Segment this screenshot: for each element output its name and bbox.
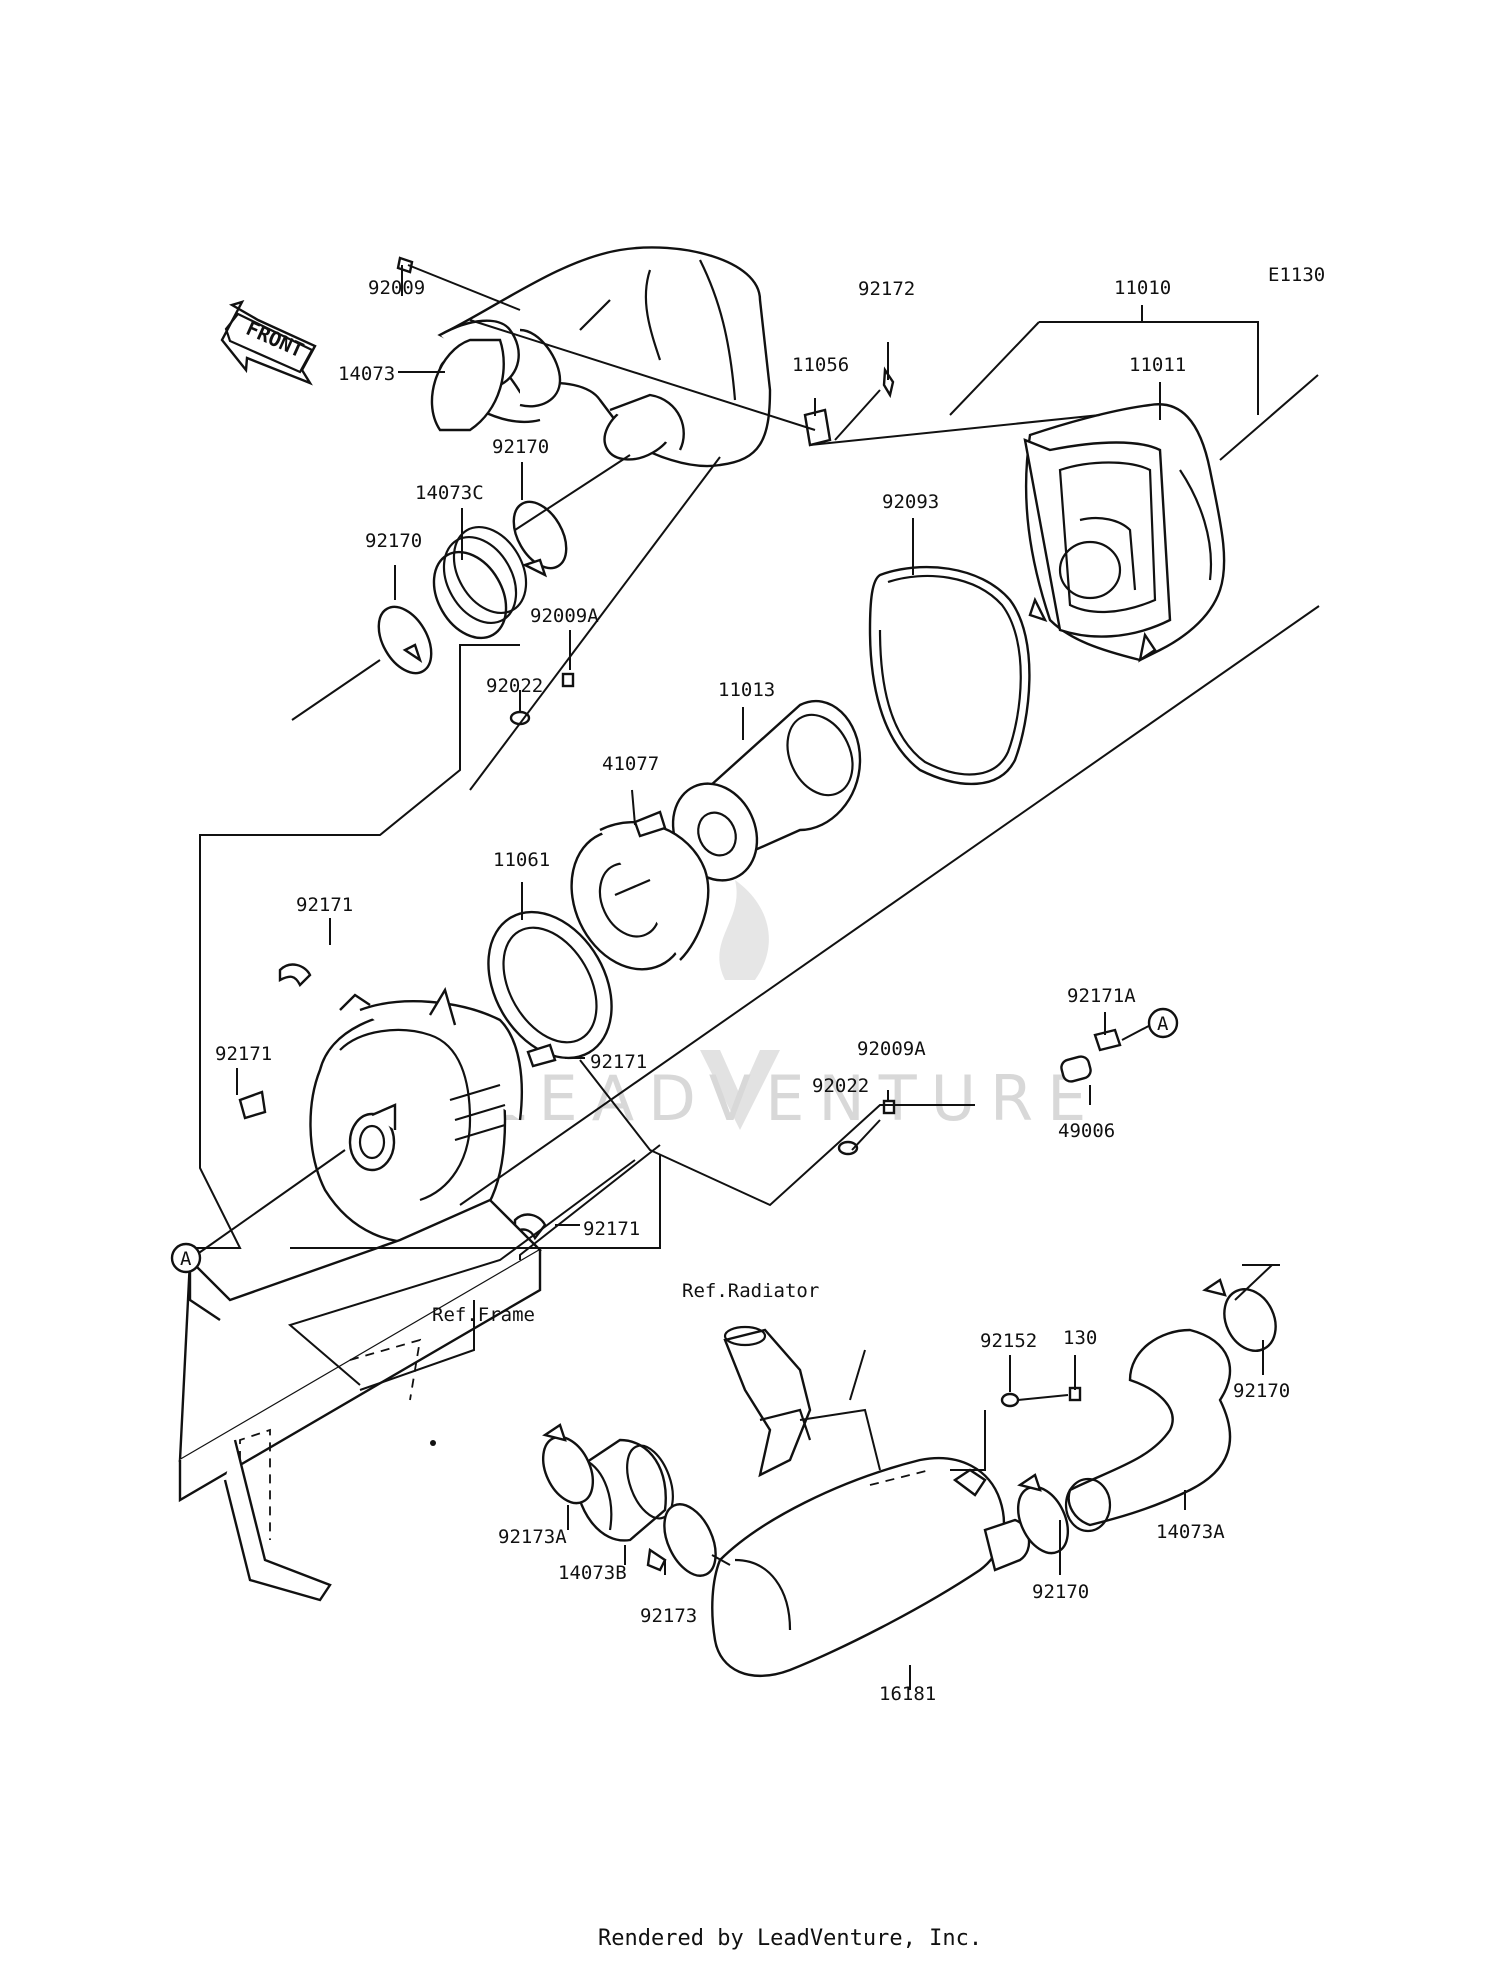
o-ring-part xyxy=(868,565,1031,786)
label-92170-c: 92170 xyxy=(1233,1380,1290,1402)
label-41077: 41077 xyxy=(602,753,659,775)
label-92152: 92152 xyxy=(980,1330,1037,1352)
label-130: 130 xyxy=(1063,1327,1097,1349)
hose-14073B-part xyxy=(573,1438,674,1542)
clamp-92170-upper-part xyxy=(512,500,568,578)
label-11013: 11013 xyxy=(718,679,775,701)
seal-ring-part xyxy=(487,910,613,1060)
label-11061: 11061 xyxy=(493,849,550,871)
label-14073: 14073 xyxy=(338,363,395,385)
front-arrow-icon: FRONT xyxy=(220,300,317,386)
footer-credit: Rendered by LeadVenture, Inc. xyxy=(598,1926,982,1951)
clamp-92170-lower-part xyxy=(1016,1473,1070,1555)
clamp-92170-left-part xyxy=(377,605,433,675)
bracket-11056-part xyxy=(803,408,832,447)
label-14073A: 14073A xyxy=(1156,1521,1225,1543)
clamp-14073C-part xyxy=(432,525,528,640)
part-labels: 92009 14073 92172 11056 11010 11011 9217… xyxy=(215,277,1290,1705)
clip-92171A-part xyxy=(1093,1028,1122,1052)
clamp-92173A-part xyxy=(541,1423,595,1505)
label-92171-a: 92171 xyxy=(296,894,353,916)
label-ref-frame: Ref.Frame xyxy=(432,1304,535,1326)
bolt-92172-part xyxy=(882,366,895,399)
label-ref-radiator: Ref.Radiator xyxy=(682,1280,819,1302)
silencer-part xyxy=(711,1456,1031,1678)
element-holder-part xyxy=(570,810,710,971)
svg-text:A: A xyxy=(180,1248,192,1270)
svg-text:A: A xyxy=(1157,1013,1169,1035)
label-92171-b: 92171 xyxy=(215,1043,272,1065)
washer-92022-b-part xyxy=(837,1140,859,1156)
frame-reference xyxy=(178,1198,542,1602)
bolt-92009A-a-part xyxy=(561,672,575,688)
label-92172: 92172 xyxy=(858,278,915,300)
airbox-cover-part xyxy=(1023,403,1226,663)
diagram-code: E1130 xyxy=(1268,264,1325,286)
washer-92152-part xyxy=(1000,1392,1020,1408)
label-92170-a: 92170 xyxy=(492,436,549,458)
watermark-text: LEADVENTURE xyxy=(490,1062,1100,1135)
intake-duct-part xyxy=(430,246,772,468)
label-92173A: 92173A xyxy=(498,1526,567,1548)
clamp-92170-lower-right-part xyxy=(1202,1278,1277,1352)
leader-lines xyxy=(180,264,1320,1690)
label-92093: 92093 xyxy=(882,491,939,513)
label-92171-d: 92171 xyxy=(583,1218,640,1240)
label-14073B: 14073B xyxy=(558,1562,627,1584)
airbox-case-part xyxy=(309,987,523,1263)
clip-92171-parts xyxy=(238,963,557,1241)
label-92170-b: 92170 xyxy=(365,530,422,552)
label-92170-d: 92170 xyxy=(1032,1581,1089,1603)
watermark: LEADVENTURE xyxy=(490,880,1100,1135)
label-92171A: 92171A xyxy=(1067,985,1136,1007)
label-11010: 11010 xyxy=(1114,277,1171,299)
hose-14073A-part xyxy=(1064,1328,1232,1533)
label-14073C: 14073C xyxy=(415,482,484,504)
marker-A-right: A xyxy=(1147,1007,1179,1039)
radiator-reference xyxy=(723,1325,812,1478)
label-92009A-a: 92009A xyxy=(530,605,599,627)
bolt-92009A-b-part xyxy=(882,1099,896,1115)
label-11056: 11056 xyxy=(792,354,849,376)
label-92173: 92173 xyxy=(640,1605,697,1627)
label-92171-c: 92171 xyxy=(590,1051,647,1073)
label-11011: 11011 xyxy=(1129,354,1186,376)
clamp-92173-part xyxy=(646,1503,717,1577)
label-92022-b: 92022 xyxy=(812,1075,869,1097)
label-16181: 16181 xyxy=(879,1683,936,1705)
label-92009: 92009 xyxy=(368,277,425,299)
marker-A-left: A xyxy=(170,1242,202,1274)
label-92022-a: 92022 xyxy=(486,675,543,697)
cap-49006-part xyxy=(1060,1055,1092,1083)
label-49006: 49006 xyxy=(1058,1120,1115,1142)
label-92009A-b: 92009A xyxy=(857,1038,926,1060)
